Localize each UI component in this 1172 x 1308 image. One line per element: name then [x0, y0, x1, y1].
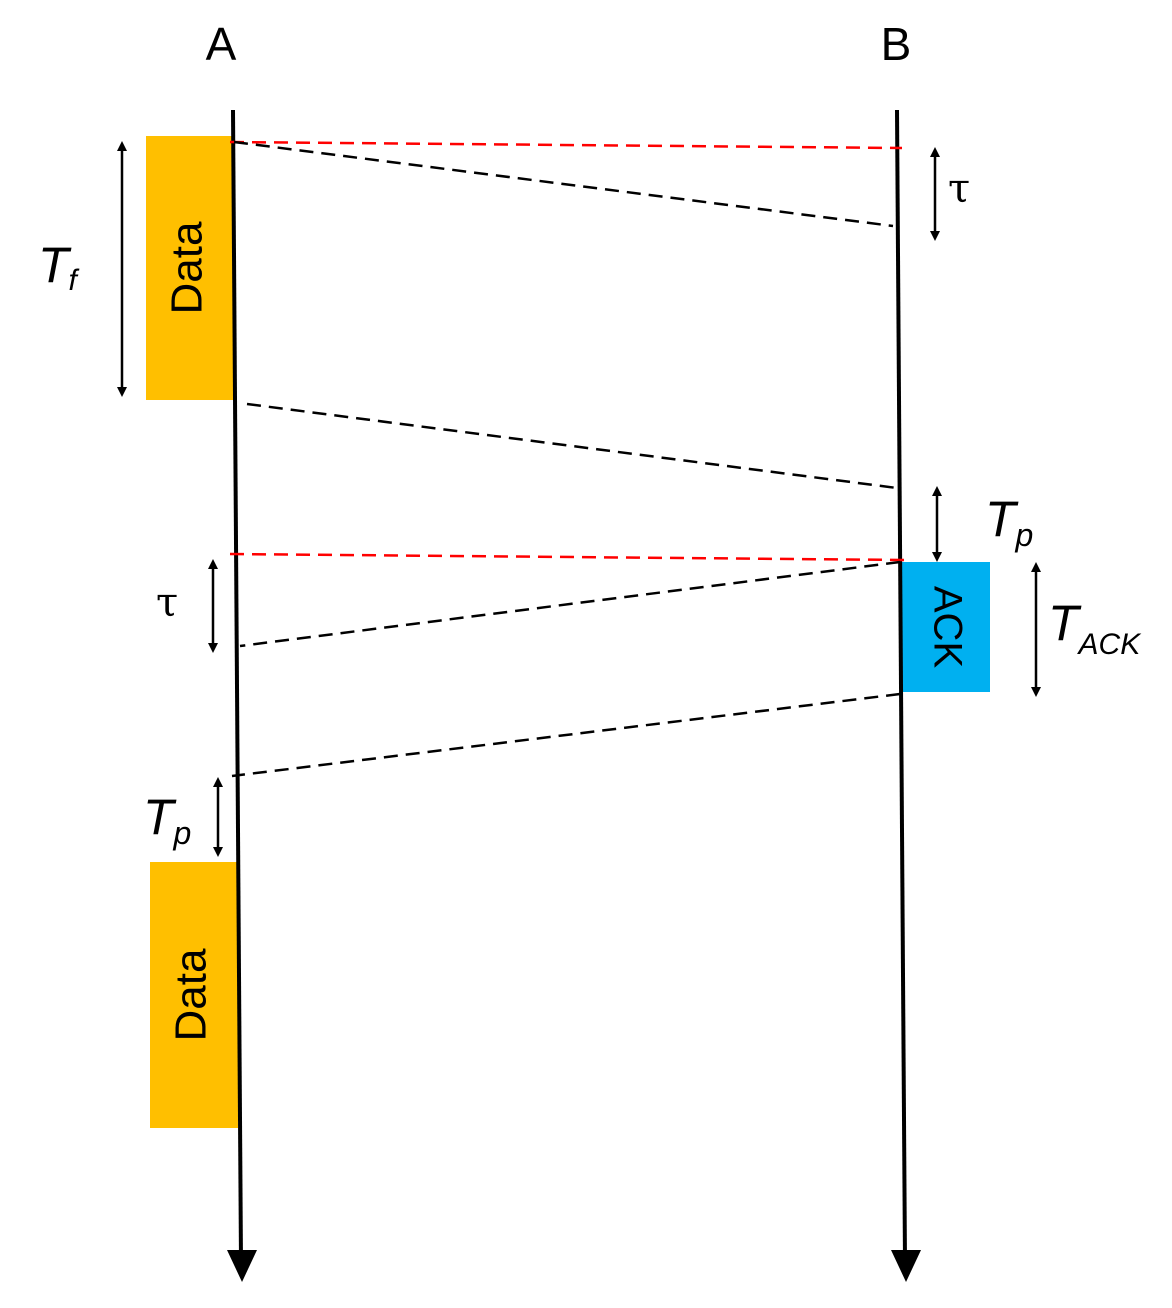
timeline-b-arrowhead [891, 1250, 921, 1282]
tack-label-sub: ACK [1077, 628, 1143, 661]
tau-b-label: τ [948, 166, 970, 212]
tf-label-sub: f [69, 264, 80, 297]
tp-b-label: Tp [985, 491, 1033, 553]
tp-b-label-main: T [985, 491, 1019, 547]
timeline-b [895, 109, 907, 1263]
signal-data-1-end [246, 402, 898, 490]
timeline-a-arrowhead [227, 1250, 257, 1282]
sync-line-2 [229, 552, 906, 562]
tack-label-main: T [1048, 595, 1082, 651]
node-a-label: A [206, 18, 237, 70]
ack-frame-label: ACK [925, 586, 969, 669]
signal-data-1-start [233, 140, 894, 228]
data-frame-1-label: Data [163, 221, 212, 314]
data-frame-2 [150, 862, 238, 1128]
tp-a-label-sub: p [173, 815, 192, 851]
data-frame-2-label: Data [167, 948, 216, 1041]
signal-ack-start [239, 560, 901, 648]
node-b-label: B [881, 18, 912, 70]
tf-label: Tf [38, 237, 80, 297]
tf-label-main: T [38, 237, 72, 293]
data-frame-1 [146, 136, 234, 400]
ack-frame [900, 562, 990, 692]
sync-line-1 [229, 140, 903, 150]
timeline-a [231, 109, 243, 1263]
signal-ack-end [231, 692, 901, 778]
tack-label: TACK [1048, 595, 1142, 661]
tp-a-label-main: T [143, 789, 177, 845]
tau-a-label: τ [156, 580, 178, 626]
tp-b-label-sub: p [1015, 517, 1034, 553]
tp-a-label: Tp [143, 789, 191, 851]
